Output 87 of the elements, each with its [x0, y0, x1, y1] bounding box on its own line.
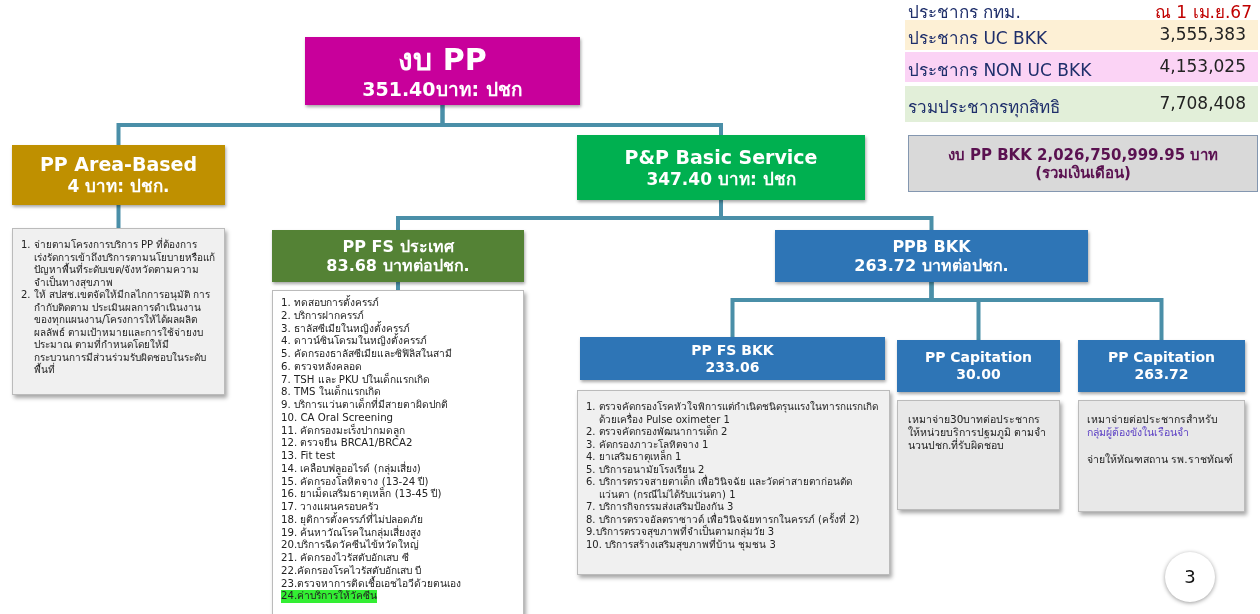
- description-text: เหมาจ่ายต่อประชากรสำหรับ: [1087, 413, 1218, 425]
- connector-line: [929, 282, 1164, 340]
- category-box: [775, 230, 1088, 282]
- service-list-box: [577, 390, 890, 575]
- list-item: 10. บริการสร้างเสริมสุขภาพที่บ้าน ชุมชน 3: [586, 538, 777, 551]
- box-title: งบ PP BKK 2,026,750,999.95 บาท: [947, 145, 1219, 164]
- budget-total-box: [908, 135, 1258, 192]
- list-item: 9. บริการแว่นตาเด็กที่มีสายตาผิดปกติ: [281, 399, 449, 412]
- amount-text: 30.00: [956, 366, 1001, 383]
- amount-text: 233.06: [705, 358, 760, 376]
- list-item: 6. ตรวจหลังคลอด: [281, 360, 362, 374]
- amount-text: (รวมเงินเดือน): [1035, 163, 1131, 182]
- list-item: 6. บริการตรวจสายตาเด็ก เพื่อวินิจฉัย และวัดค่าสายตาก่อนตัดแว่นตา (กรณีไม่ได้รับแว่นตา) 1: [586, 476, 854, 501]
- box-title: 3: [1184, 566, 1196, 588]
- description-box: [12, 228, 225, 395]
- list-item: 3. ธาลัสซีเมียในหญิงตั้งครรภ์: [281, 322, 410, 334]
- list-item: 13. Fit test: [281, 450, 337, 463]
- description-box: [897, 400, 1060, 510]
- category-box: [580, 337, 885, 380]
- list-item: 19. ค้นหาวัณโรคในกลุ่มเสี่ยงสูง: [281, 526, 423, 539]
- box-title: P&P Basic Service: [624, 145, 818, 169]
- box-title: PP Capitation: [1107, 349, 1216, 366]
- list-item: 7. TSH และ PKU ปในเด็กแรกเกิด: [281, 373, 432, 385]
- list-item: 1. ทดสอบการตั้งครรภ์: [281, 297, 380, 310]
- row-value: 7,708,408: [1159, 93, 1246, 113]
- budget-box: [305, 37, 580, 105]
- description-text: จ่ายให้ทัณฑสถาน รพ.ราชทัณฑ์: [1087, 453, 1234, 467]
- list-item: 5. คัดกรองธาลัสซีเมียและซิฟิลิสในสามี: [281, 348, 453, 361]
- list-item: 11. คัดกรองมะเร็งปากมดลูก: [281, 424, 407, 438]
- amount-text: 347.40 บาท: ปชก: [646, 168, 796, 190]
- list-item: 10. CA Oral Screening: [281, 411, 394, 424]
- category-box: [577, 135, 865, 200]
- box-title: PP FS ประเทศ: [342, 236, 454, 256]
- list-item: 18. ยุติการตั้งครรภ์ที่ไม่ปลอดภัย: [281, 513, 425, 526]
- connector-line: [440, 105, 723, 135]
- row-value: 3,555,383: [1159, 24, 1246, 44]
- list-item: 14. เคลือบฟลูออไรด์ (กลุ่มเสี่ยง): [281, 462, 422, 475]
- description-text: กลุ่มผู้ต้องขังในเรือนจำ: [1087, 426, 1189, 439]
- list-item: 1. จ่ายตามโครงการบริการ PP ที่ต้องการเร่งรัดการเข้าถึงบริการตามนโยบายหรือแก้ปัญหาพื้นที่ระดับเขต/จังหวัดตามความจำเป็นทางสุขภาพ: [21, 239, 216, 289]
- box-title: PP Capitation: [924, 349, 1033, 366]
- description-box: [1078, 400, 1245, 512]
- list-item: 2. ให้ สปสช.เขตจัดให้มีกลไกการอนุมัติ การกำกับติดตาม ประเมินผลการดำเนินงานของทุกแผนงาน/โครงการให้ได้ผลผลิต ผลลัพธ์ ตามเป้าหมายและการใช้จ่ายงบประมาณ ตามที่กำหนดโดยให้มีกระบวนการมีส่วนร่วมรับผิดชอบในระดับพื้นที่: [21, 289, 212, 377]
- description-text: เหมาจ่าย30บาทต่อประชากรให้หน่วยบริการปฐมภูมิ ตามจำนวนปชก.ที่รับผิดชอบ: [907, 413, 1048, 453]
- list-item: 24.ค่าบริการให้วัคซีน: [281, 590, 378, 603]
- connector-line: [719, 200, 934, 230]
- list-item: 12. ตรวจยีน BRCA1/BRCA2: [281, 437, 414, 450]
- amount-text: 263.72 บาทต่อปชก.: [854, 256, 1009, 276]
- list-item: 1. ตรวจคัดกรองโรคหัวใจพิการแต่กำเนิดชนิดรุนแรงในทารกแรกเกิดด้วยเครื่อง Pulse oximeter 1: [586, 401, 879, 425]
- amount-text: 83.68 บาทต่อปชก.: [326, 256, 470, 276]
- box-title: PPB BKK: [892, 236, 971, 256]
- list-item: 23.ตรวจหาการติดเชื้อเอชไอวีด้วยตนเอง: [281, 577, 463, 590]
- category-box: [12, 145, 225, 205]
- connector-line: [116, 205, 121, 228]
- row-label: ประชากร NON UC BKK: [908, 59, 1092, 82]
- row-label: ประชากร UC BKK: [908, 27, 1048, 50]
- list-item: 16. ยาเม็ดเสริมธาตุเหล็ก (13-45 ปี): [281, 488, 443, 501]
- list-item: 2. บริการฝากครรภ์: [281, 309, 365, 321]
- list-item: 8. บริการตรวจอัลตราซาวด์ เพื่อวินิจฉัยทารกในครรภ์ (ครั้งที่ 2): [586, 513, 861, 525]
- category-box: [897, 340, 1060, 392]
- list-item: 22.คัดกรองโรคไวรัสตับอักเสบ บี: [281, 564, 423, 576]
- list-item: 15. คัดกรองโลหิตจาง (13-24 ปี): [281, 475, 430, 487]
- list-item: 21. คัดกรองไวรัสตับอักเสบ ซี: [281, 552, 410, 565]
- list-item: 5. บริการอนามัยโรงเรียน 2: [586, 463, 705, 475]
- category-box: [272, 230, 524, 282]
- list-item: 20.บริการฉีดวัคซีนไข้หวัดใหญ่: [281, 539, 421, 552]
- box-title: งบ PP: [398, 41, 487, 78]
- amount-text: 4 บาท: ปชก.: [67, 176, 170, 197]
- list-item: 7. บริการกิจกรรมส่งเสริมป้องกัน 3: [586, 501, 735, 512]
- list-item: 4. ยาเสริมธาตุเหล็ก 1: [586, 451, 682, 463]
- row-label: รวมประชากรทุกสิทธิ: [908, 96, 1060, 120]
- amount-text: 351.40บาท: ปชก: [362, 77, 523, 101]
- category-box: [1078, 340, 1245, 392]
- list-item: 9.บริการตรวจสุขภาพที่จำเป็นตามกลุ่มวัย 3: [586, 526, 776, 538]
- box-title: PP Area-Based: [39, 153, 198, 177]
- service-list-box: [272, 290, 524, 614]
- table-heading: ณ 1 เม.ย.67: [1154, 1, 1252, 24]
- list-item: 4. ดาวน์ซินโดรมในหญิงตั้งครรภ์: [281, 335, 428, 348]
- connector-line: [396, 282, 400, 290]
- box-title: PP FS BKK: [691, 341, 774, 359]
- row-value: 4,153,025: [1159, 56, 1246, 76]
- list-item: 2. ตรวจคัดกรองพัฒนาการเด็ก 2: [586, 426, 729, 439]
- table-heading: ประชากร กทม.: [908, 1, 1021, 24]
- amount-text: 263.72: [1134, 366, 1189, 383]
- list-item: 8. TMS ในเด็กแรกเกิด: [281, 386, 381, 398]
- page-number-circle: [1165, 552, 1215, 602]
- list-item: 17. วางแผนครอบครัว: [281, 501, 381, 512]
- list-item: 3. คัดกรองภาวะโลหิตจาง 1: [586, 438, 710, 450]
